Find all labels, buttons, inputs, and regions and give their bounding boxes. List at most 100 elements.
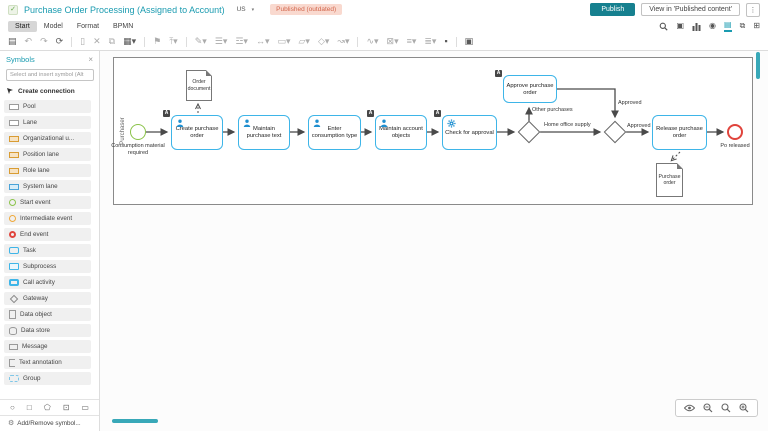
gear-badge-icon[interactable]: ◉ xyxy=(709,21,717,30)
flow-label-other-purchases[interactable]: Other purchases xyxy=(532,107,573,113)
chevron-down-icon[interactable]: ▾ xyxy=(251,6,255,13)
task-label: Approve purchase order xyxy=(506,82,554,96)
line-width-icon[interactable]: ☲▾ xyxy=(235,36,248,46)
undo-icon[interactable]: ↶ xyxy=(24,36,33,46)
symbol-item-intermediate-event[interactable]: Intermediate event xyxy=(4,212,91,225)
symbol-item-system-lane[interactable]: System lane xyxy=(4,180,91,193)
search-icon[interactable] xyxy=(659,20,669,32)
symbol-item-task[interactable]: Task xyxy=(4,244,91,257)
copy-stack-icon[interactable]: ⧉ xyxy=(739,21,746,30)
edit-color-icon[interactable]: ✎▾ xyxy=(194,36,207,46)
dictionary-icon[interactable]: ▤ xyxy=(724,20,732,32)
symbol-item-end-event[interactable]: End event xyxy=(4,228,91,241)
annotation-shape-button[interactable]: ⊡ xyxy=(62,403,70,412)
symbol-label: Gateway xyxy=(23,295,48,302)
symbol-item-pool[interactable]: Pool xyxy=(4,100,91,113)
align-icon[interactable]: ≡▾ xyxy=(406,36,417,46)
save-icon[interactable]: ▤ xyxy=(8,36,17,46)
connector-icon[interactable]: ∿▾ xyxy=(366,36,379,46)
cut-icon[interactable]: ✕ xyxy=(93,36,101,46)
tab-format[interactable]: Format xyxy=(76,22,100,30)
flow-label-home-office-supply[interactable]: Home office supply xyxy=(544,122,591,128)
publish-button[interactable]: Publish xyxy=(590,3,636,16)
vertical-scrollbar-thumb[interactable] xyxy=(756,52,760,79)
task-approve-purchase-order[interactable]: A Approve purchase order xyxy=(495,70,557,103)
view-published-button[interactable]: View in 'Published content' xyxy=(641,3,740,16)
create-connection-item[interactable]: Create connection xyxy=(0,83,99,100)
tab-model[interactable]: Model xyxy=(43,22,63,30)
start-event[interactable] xyxy=(130,124,146,140)
flow-label-approved-right[interactable]: Approved xyxy=(627,123,651,129)
grid-icon[interactable]: ⊠▾ xyxy=(386,36,399,46)
redo-icon[interactable]: ↷ xyxy=(40,36,48,46)
line-style-icon[interactable]: ☰▾ xyxy=(214,36,228,46)
task-enter-consumption-type[interactable]: Enter consumption type xyxy=(308,115,361,150)
card-shape-button[interactable]: ▭ xyxy=(81,403,89,412)
circle-shape-button[interactable]: ○ xyxy=(10,403,15,412)
symbol-item-text-annotation[interactable]: Text annotation xyxy=(4,356,91,369)
overview-eye-icon[interactable] xyxy=(684,404,695,412)
symbol-item-organizational-unit[interactable]: Organizational u... xyxy=(4,132,91,145)
table-icon[interactable]: ⊞ xyxy=(753,21,760,30)
border-icon[interactable]: ▭▾ xyxy=(277,36,291,46)
zoom-reset-icon[interactable] xyxy=(721,403,731,413)
spacing-icon[interactable]: ↔▾ xyxy=(255,36,270,46)
menu-bar: Start Model Format BPMN ▣ ◉ ▤ ⧉ ⊞ xyxy=(0,19,768,33)
pentagon-shape-button[interactable]: ⬠ xyxy=(43,403,51,412)
refresh-icon[interactable]: ⟳ xyxy=(55,36,64,46)
symbol-item-position-lane[interactable]: Position lane xyxy=(4,148,91,161)
contrast-icon[interactable]: ▣ xyxy=(676,21,685,30)
task-release-purchase-order[interactable]: Release purchase order xyxy=(652,115,707,150)
symbol-item-role-lane[interactable]: Role lane xyxy=(4,164,91,177)
zoom-out-icon[interactable] xyxy=(703,403,713,413)
header: ✓ Purchase Order Processing (Assigned to… xyxy=(0,0,768,19)
task-maintain-purchase-text[interactable]: Maintain purchase text xyxy=(238,115,290,150)
pool-icon xyxy=(9,103,19,110)
symbol-label: Start event xyxy=(20,199,51,206)
symbol-label: Data object xyxy=(20,311,52,318)
symbol-item-lane[interactable]: Lane xyxy=(4,116,91,129)
layers-icon[interactable]: ▪ xyxy=(444,36,448,46)
task-create-purchase-order[interactable]: A Create purchase order xyxy=(163,110,223,150)
curve-icon[interactable]: ↝▾ xyxy=(337,36,350,46)
subprocess-icon xyxy=(9,263,19,270)
distribute-icon[interactable]: ≣▾ xyxy=(424,36,437,46)
flow-label-approved-down[interactable]: Approved xyxy=(618,100,642,106)
data-object-purchase-order[interactable]: Purchase order xyxy=(656,163,683,197)
locale-selector[interactable]: US xyxy=(236,6,246,13)
add-remove-symbols-button[interactable]: ⚙ Add/Remove symbol... xyxy=(0,415,99,431)
fill-icon[interactable]: ▱▾ xyxy=(298,36,310,46)
data-object-order-document[interactable]: Order document xyxy=(186,70,212,101)
task-label: Maintain purchase text xyxy=(246,126,282,139)
horizontal-scrollbar-thumb[interactable] xyxy=(112,419,158,423)
shape-shortcut-bar: ○ □ ⬠ ⊡ ▭ xyxy=(0,399,99,415)
bpmn-canvas[interactable]: Purchaser xyxy=(100,51,768,431)
delete-icon[interactable]: ▯ xyxy=(80,36,86,46)
paste-icon[interactable]: ▦▾ xyxy=(123,36,137,46)
presentation-icon[interactable]: ▣ xyxy=(464,36,474,46)
zoom-in-icon[interactable] xyxy=(739,403,749,413)
task-check-for-approval[interactable]: A Check for approval xyxy=(434,110,497,150)
tab-bpmn[interactable]: BPMN xyxy=(113,22,134,30)
chart-icon[interactable] xyxy=(692,20,701,32)
square-shape-button[interactable]: □ xyxy=(26,403,32,412)
close-icon[interactable]: × xyxy=(88,55,93,64)
symbol-item-data-object[interactable]: Data object xyxy=(4,308,91,321)
data-store-icon xyxy=(9,326,17,335)
symbol-search-input[interactable] xyxy=(6,69,94,81)
copy-icon[interactable]: ⧉ xyxy=(108,36,116,46)
symbol-item-message[interactable]: Message xyxy=(4,340,91,353)
more-options-button[interactable]: ⋮ xyxy=(746,2,760,17)
symbol-item-gateway[interactable]: Gateway xyxy=(4,292,91,305)
flag-icon[interactable]: ⚑ xyxy=(153,36,162,46)
symbol-item-subprocess[interactable]: Subprocess xyxy=(4,260,91,273)
symbol-item-data-store[interactable]: Data store xyxy=(4,324,91,337)
export-icon[interactable]: ⤒▾ xyxy=(169,36,178,46)
symbol-item-start-event[interactable]: Start event xyxy=(4,196,91,209)
shape-icon[interactable]: ◇▾ xyxy=(317,36,330,46)
end-event[interactable] xyxy=(727,124,743,140)
symbol-item-group[interactable]: Group xyxy=(4,372,91,385)
symbol-item-call-activity[interactable]: Call activity xyxy=(4,276,91,289)
tab-start[interactable]: Start xyxy=(8,20,37,32)
task-maintain-account-objects[interactable]: A Maintain account objects xyxy=(367,110,427,150)
